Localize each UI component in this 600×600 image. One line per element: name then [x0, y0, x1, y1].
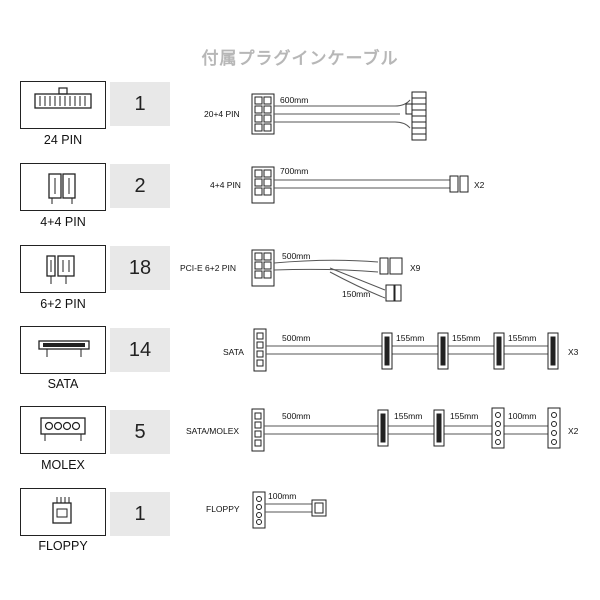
- eps-4plus4-connector-icon: [48, 173, 76, 204]
- cable-24pin-drawing: [251, 91, 427, 141]
- length-pcie-branch: 150mm: [342, 289, 371, 299]
- cable-pcie-drawing: [251, 249, 403, 302]
- sata-connector-icon: [38, 340, 90, 357]
- cable-label-pcie: PCI-E 6+2 PIN: [180, 263, 236, 273]
- length-molex-2: 155mm: [450, 411, 479, 421]
- length-pcie-main: 500mm: [282, 251, 311, 261]
- cable-floppy-drawing: [252, 491, 327, 529]
- length-sata-3: 155mm: [508, 333, 537, 343]
- cable-molex-drawing: [251, 407, 561, 452]
- length-molex-3: 100mm: [508, 411, 537, 421]
- molex-connector-icon: [40, 417, 86, 441]
- length-molex-0: 500mm: [282, 411, 311, 421]
- connector-label-sata: SATA: [47, 377, 79, 391]
- length-4plus4: 700mm: [280, 166, 309, 176]
- multiplier-molex: X2: [568, 426, 579, 436]
- count-24pin: 1: [110, 82, 170, 126]
- cable-label-4plus4: 4+4 PIN: [210, 180, 241, 190]
- length-floppy: 100mm: [268, 491, 297, 501]
- multiplier-4plus4: X2: [474, 180, 485, 190]
- connector-label-24pin: 24 PIN: [43, 133, 83, 147]
- cable-label-24pin: 20+4 PIN: [204, 109, 240, 119]
- connector-box-molex: [20, 406, 106, 454]
- count-floppy: 1: [110, 492, 170, 536]
- length-sata-2: 155mm: [452, 333, 481, 343]
- connector-box-floppy: [20, 488, 106, 536]
- floppy-connector-icon: [52, 497, 72, 524]
- cable-label-floppy: FLOPPY: [206, 504, 240, 514]
- length-sata-0: 500mm: [282, 333, 311, 343]
- connector-box-sata: [20, 326, 106, 374]
- multiplier-sata: X3: [568, 347, 579, 357]
- cable-4plus4-drawing: [251, 166, 469, 204]
- connector-label-molex: MOLEX: [41, 458, 85, 472]
- connector-label-floppy: FLOPPY: [38, 539, 88, 553]
- length-sata-1: 155mm: [396, 333, 425, 343]
- pcie-6plus2-connector-icon: [46, 255, 75, 284]
- atx-24pin-connector-icon: [34, 87, 92, 109]
- connector-box-4plus4: [20, 163, 106, 211]
- connector-box-6plus2: [20, 245, 106, 293]
- connector-box-24pin: [20, 81, 106, 129]
- length-24pin: 600mm: [280, 95, 309, 105]
- cable-label-sata: SATA: [223, 347, 244, 357]
- count-molex: 5: [110, 410, 170, 454]
- count-6plus2: 18: [110, 246, 170, 290]
- cable-sata-drawing: [253, 328, 559, 372]
- connector-label-4plus4: 4+4 PIN: [40, 215, 86, 229]
- count-sata: 14: [110, 328, 170, 372]
- page-title: 付属プラグインケーブル: [201, 49, 399, 69]
- length-molex-1: 155mm: [394, 411, 423, 421]
- multiplier-pcie: X9: [410, 263, 421, 273]
- connector-label-6plus2: 6+2 PIN: [40, 297, 86, 311]
- count-4plus4: 2: [110, 164, 170, 208]
- cable-label-molex: SATA/MOLEX: [186, 426, 240, 436]
